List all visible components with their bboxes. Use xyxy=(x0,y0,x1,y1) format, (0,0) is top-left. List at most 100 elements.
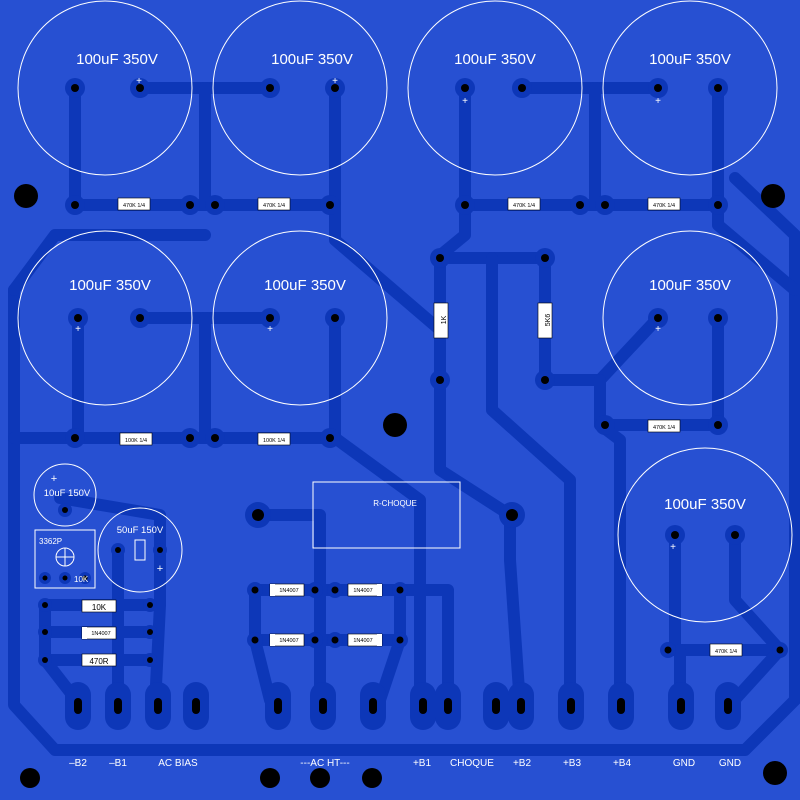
trimmer-outline xyxy=(34,529,96,589)
resistor-470r xyxy=(81,653,117,667)
resistor-label-470k-4: 470K 1/4 xyxy=(653,203,675,209)
cap-label-c7: 100uF 350V xyxy=(649,277,731,294)
mounting-hole-center xyxy=(383,413,407,437)
diode-label-3: 1N4007 xyxy=(279,638,298,644)
connector-label-gnd2: GND xyxy=(719,758,741,769)
plus-icon: + xyxy=(655,324,661,335)
plus-icon: + xyxy=(51,473,57,485)
plus-icon: + xyxy=(157,563,163,575)
plus-icon: + xyxy=(655,96,661,107)
cap-label-c8: 100uF 350V xyxy=(664,496,746,513)
capacitor-outlines xyxy=(17,0,793,623)
connector-label-neg-b2: –B2 xyxy=(69,758,87,769)
cap-label-c4: 100uF 350V xyxy=(649,51,731,68)
resistor-label-1k: 1K xyxy=(441,315,448,324)
capacitor-c1 xyxy=(17,0,193,176)
diode-3-band xyxy=(270,634,275,646)
diode-1-band xyxy=(270,584,275,596)
resistor-470k-1 xyxy=(117,197,151,211)
resistor-470k-4 xyxy=(647,197,681,211)
resistor-470k-6 xyxy=(709,643,743,657)
trace-diag-1k xyxy=(329,199,446,336)
trace-5k6-c7 xyxy=(539,312,664,386)
resistor-label-100k-2: 100K 1/4 xyxy=(263,438,285,444)
capacitor-c6 xyxy=(212,230,388,406)
capacitor-small2-body xyxy=(134,539,146,561)
diode-label-4: 1N4007 xyxy=(353,638,372,644)
choke-outline xyxy=(312,481,461,549)
resistor-label-100k-1: 100K 1/4 xyxy=(125,438,147,444)
connector-label-pos-b4: +B4 xyxy=(613,758,632,769)
plus-icon: + xyxy=(136,76,142,87)
trimmer-model-label: 3362P xyxy=(39,537,62,546)
mounting-hole-right xyxy=(761,184,785,208)
trace-outer-ring xyxy=(8,172,800,756)
mounting-hole-bottom-right xyxy=(763,761,787,785)
diode-label-bias: 1N4007 xyxy=(91,631,110,637)
capacitor-c4 xyxy=(602,0,778,176)
resistor-label-470k-6: 470K 1/4 xyxy=(715,649,737,655)
plus-icon: + xyxy=(462,96,468,107)
component-outlines xyxy=(81,197,743,667)
resistor-label-470k-5: 470K 1/4 xyxy=(653,425,675,431)
resistor-100k-1 xyxy=(119,432,153,446)
trace-b2 xyxy=(504,509,526,711)
resistor-1k xyxy=(433,302,449,339)
trace-1k-choke xyxy=(434,374,516,566)
resistor-470k-5 xyxy=(647,419,681,433)
resistor-470k-2 xyxy=(257,197,291,211)
trace-top-left-ring xyxy=(8,229,211,296)
capacitor-c7 xyxy=(602,230,778,406)
capacitor-small1 xyxy=(33,463,97,527)
choke-label: R-CHOQUE xyxy=(373,499,417,508)
polarity-marks: + + + + + + + + + + xyxy=(51,76,676,575)
connector-label-neg-b1: –B1 xyxy=(109,758,127,769)
resistor-labels: 470K 1/4 470K 1/4 470K 1/4 470K 1/4 470K… xyxy=(89,203,737,666)
resistor-100k-2 xyxy=(257,432,291,446)
resistor-5k6 xyxy=(537,302,553,339)
trace-b4 xyxy=(594,419,626,711)
resistor-470k-3 xyxy=(507,197,541,211)
trace-b1 xyxy=(329,432,426,711)
mounting-hole-left xyxy=(14,184,38,208)
resistor-label-5k6: 5K6 xyxy=(545,314,552,327)
resistor-label-470k-3: 470K 1/4 xyxy=(513,203,535,209)
connector-label-ac-bias: AC BIAS xyxy=(158,758,198,769)
capacitor-c2 xyxy=(212,0,388,176)
capacitor-small2 xyxy=(97,507,183,593)
plus-icon: + xyxy=(670,542,676,553)
cap-label-c5: 100uF 350V xyxy=(69,277,151,294)
connector-label-pos-b2: +B2 xyxy=(513,758,532,769)
connector-label-ac-ht: ---AC HT--- xyxy=(300,758,349,769)
mounting-holes xyxy=(14,184,787,788)
resistor-10k xyxy=(81,599,117,613)
trace-c8-neg xyxy=(729,529,786,656)
connector-label-pos-b1: +B1 xyxy=(413,758,432,769)
capacitor-c3 xyxy=(407,0,583,176)
diode-bias-band xyxy=(82,627,87,639)
capacitor-c5 xyxy=(17,230,193,406)
trimmer-value-label: 10K xyxy=(74,575,89,584)
cap-label-c3: 100uF 350V xyxy=(454,51,536,68)
cap-label-small2: 50uF 150V xyxy=(117,525,164,536)
plus-icon: + xyxy=(332,76,338,87)
resistor-label-470r: 470R xyxy=(89,657,108,666)
trace-choque xyxy=(394,584,454,711)
diode-bands xyxy=(82,584,382,646)
diode-label-1: 1N4007 xyxy=(279,588,298,594)
resistor-label-470k-2: 470K 1/4 xyxy=(263,203,285,209)
connector-pads xyxy=(65,682,741,730)
connector-label-pos-b3: +B3 xyxy=(563,758,582,769)
cap-label-c1: 100uF 350V xyxy=(76,51,158,68)
diode-4-band xyxy=(377,634,382,646)
capacitor-c8 xyxy=(617,447,793,623)
trimmer-cross-icon xyxy=(56,548,74,566)
pads xyxy=(38,78,788,667)
diode-2-band xyxy=(377,584,382,596)
diode-label-2: 1N4007 xyxy=(353,588,372,594)
connector-label-gnd1: GND xyxy=(673,758,695,769)
trace-b3 xyxy=(486,252,576,711)
trace-row425 xyxy=(594,374,724,431)
connector-label-choque: CHOQUE xyxy=(450,758,494,769)
